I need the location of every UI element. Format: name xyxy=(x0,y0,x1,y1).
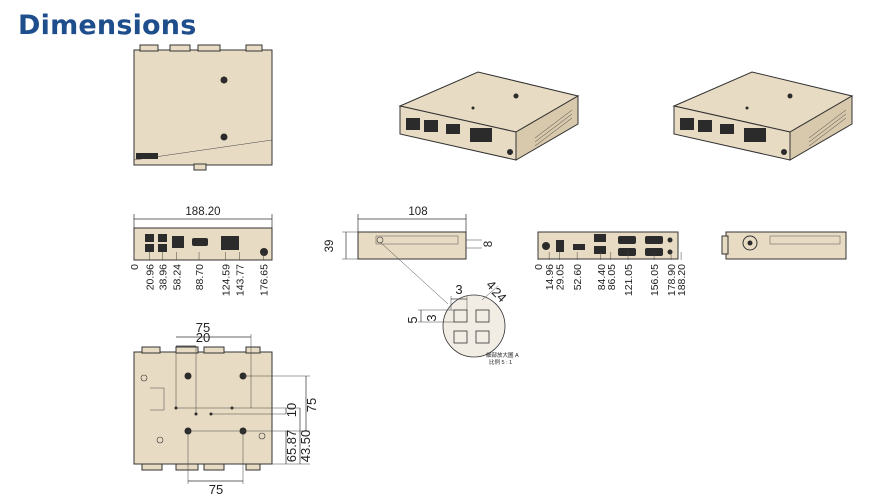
front-tick-label-7: 176.65 xyxy=(259,264,271,296)
bottom-top-20-label: 20 xyxy=(196,330,210,345)
front-tick-label-2: 38.96 xyxy=(158,264,170,290)
bottom-right-10-label: 10 xyxy=(284,403,299,417)
front-tick-label-3: 58.24 xyxy=(172,264,184,290)
side-depth-label: 8 xyxy=(483,241,495,247)
rear-tick-label-3: 52.60 xyxy=(572,264,584,290)
bottom-right-75-label: 75 xyxy=(304,398,319,412)
isometric-view-right xyxy=(672,71,854,161)
detail-a: 3 5 3 4 24 細部放大圖 A 比例 5 : 1 xyxy=(405,277,519,366)
side-height-label: 39 xyxy=(324,240,336,253)
detail-dim-3-side: 3 xyxy=(424,314,439,321)
bottom-right-6587-label: 65.87 xyxy=(284,430,299,463)
bottom-top-75-label: 75 xyxy=(196,320,210,335)
rear-tick-label-9: 188.20 xyxy=(676,264,688,296)
front-tick-label-6: 143.77 xyxy=(234,264,246,296)
bottom-view: 75 20 10 75 65.87 43.50 75 xyxy=(133,320,319,497)
front-width-label: 188.20 xyxy=(185,206,220,218)
rear-tick-label-2: 29.05 xyxy=(555,264,567,290)
rear-tick-label-7: 156.05 xyxy=(649,264,661,296)
bottom-right-4350-label: 43.50 xyxy=(298,430,313,463)
isometric-view-left xyxy=(398,71,580,161)
detail-caption-title: 細部放大圖 A xyxy=(486,351,519,359)
front-tick-label-1: 20.96 xyxy=(144,264,156,290)
rear-tick-label-5: 86.05 xyxy=(606,264,618,290)
front-tick-label-0: 0 xyxy=(129,264,141,270)
detail-dim-5: 5 xyxy=(405,316,420,323)
top-view xyxy=(133,44,273,171)
rear-tick-label-0: 0 xyxy=(533,264,545,270)
rear-tick-label-1: 14.96 xyxy=(544,264,556,290)
bottom-bottom-75-label: 75 xyxy=(209,482,223,497)
front-tick-label-5: 124.59 xyxy=(220,264,232,296)
side-length-label: 108 xyxy=(408,206,427,218)
rear-tick-label-6: 121.05 xyxy=(623,264,635,296)
detail-dim-3-top: 3 xyxy=(455,282,462,297)
side-view: 108 39 8 xyxy=(324,206,495,305)
rear-tick-label-8: 178.90 xyxy=(666,264,678,296)
detail-caption-scale: 比例 5 : 1 xyxy=(489,358,512,366)
rear-tick-label-4: 84.40 xyxy=(596,264,608,290)
front-tick-label-4: 88.70 xyxy=(194,264,206,290)
page-title: Dimensions xyxy=(18,10,197,41)
end-view xyxy=(721,231,847,260)
